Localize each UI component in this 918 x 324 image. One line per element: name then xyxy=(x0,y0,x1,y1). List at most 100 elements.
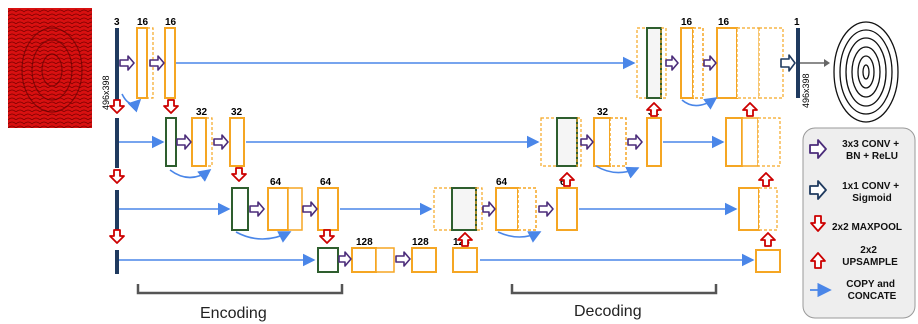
up-tower-l2-b xyxy=(741,117,759,167)
maxpool-arrow-2 xyxy=(163,99,179,114)
dec1b-block-b xyxy=(736,27,760,99)
decoding-label: Decoding xyxy=(574,303,642,320)
enc3-block xyxy=(267,187,289,231)
dec3b-block xyxy=(556,187,578,231)
upsample-arrow-3 xyxy=(646,102,662,117)
legend: 3x3 CONV + BN + ReLU 1x1 CONV + Sigmoid … xyxy=(802,127,916,319)
enc1b-block xyxy=(164,27,176,99)
legend-conv3-line2: BN + ReLU xyxy=(846,151,898,162)
level3-bar xyxy=(115,190,119,230)
level4-bar xyxy=(115,250,119,274)
enc2-pool xyxy=(165,117,177,167)
up-tower-l3-b xyxy=(758,187,778,231)
legend-copy-line2: CONCATE xyxy=(848,291,897,302)
bott2-block xyxy=(411,247,437,273)
dec1-block-b xyxy=(692,27,704,99)
dec2-concat-main xyxy=(556,117,578,167)
enc3-block-b xyxy=(287,187,303,231)
dec1-channels: 16 xyxy=(681,17,693,28)
input-image xyxy=(8,8,92,128)
up-tower-l4 xyxy=(755,249,781,273)
conv-arrow-2 xyxy=(149,55,165,71)
bottleneck-pool xyxy=(317,247,339,273)
maxpool-arrow-3 xyxy=(109,169,125,184)
skip-curve-enc1 xyxy=(121,93,142,113)
dec3-block-b xyxy=(517,187,537,231)
conv-arrow-1 xyxy=(119,55,135,71)
legend-box xyxy=(802,127,916,319)
bott3-block xyxy=(452,247,478,273)
conv-arrow-4 xyxy=(213,134,229,150)
legend-upsample-text: 2x2 UPSAMPLE xyxy=(842,245,898,268)
legend-conv1-line2: Sigmoid xyxy=(852,193,891,204)
output-size: 496x398 xyxy=(801,73,811,108)
conv-arrow-12 xyxy=(627,134,643,150)
dec1b-channels: 16 xyxy=(718,17,730,28)
upsample-arrow-1 xyxy=(457,232,473,247)
conv-arrow-8 xyxy=(395,251,411,267)
skip-curve-dec2 xyxy=(595,165,640,179)
output-channels: 1 xyxy=(794,17,800,28)
dec1-concat xyxy=(636,27,648,99)
conv-arrow-10 xyxy=(538,201,554,217)
enc3b-block xyxy=(317,187,339,231)
dec2-channels: 32 xyxy=(597,107,609,118)
up-tower-l3 xyxy=(738,187,760,231)
dec1b-block xyxy=(716,27,738,99)
conv-arrow-11 xyxy=(580,134,594,150)
enc2-block-dashed xyxy=(205,117,213,167)
upsample-arrow-2 xyxy=(559,172,575,187)
upsample-arrow-4 xyxy=(742,102,758,117)
input-channels: 3 xyxy=(114,17,120,28)
legend-conv3-text: 3x3 CONV + BN + ReLU xyxy=(842,139,902,162)
legend-upsample-line2: UPSAMPLE xyxy=(842,257,898,268)
skip-curve-dec3 xyxy=(497,231,542,243)
enc1-block xyxy=(136,27,148,99)
up-tower-l2-c xyxy=(757,117,781,167)
conv-arrow-14 xyxy=(703,55,717,71)
encoding-bracket xyxy=(136,284,344,295)
conv-arrow-13 xyxy=(665,55,679,71)
dec3-channels: 64 xyxy=(496,177,508,188)
bott1-block xyxy=(351,247,377,273)
skip-curve-dec1 xyxy=(681,97,718,110)
enc3-channels: 64 xyxy=(270,177,282,188)
enc2-channels: 32 xyxy=(196,107,208,118)
enc3-pool xyxy=(231,187,249,231)
dec3-concat xyxy=(433,187,453,231)
up-tower-l2 xyxy=(725,117,743,167)
legend-conv3-line1: 3x3 CONV + xyxy=(842,139,899,150)
decoding-bracket xyxy=(510,284,718,295)
upsample-arrow-6 xyxy=(760,232,776,247)
conv-arrow-6 xyxy=(302,201,318,217)
legend-maxpool-text: 2x2 MAXPOOL xyxy=(832,222,902,233)
legend-conv1-icon xyxy=(809,180,827,200)
dec1-block xyxy=(680,27,694,99)
output-layer xyxy=(796,28,800,98)
output-image xyxy=(826,10,906,130)
legend-copy-text: COPY and CONCATE xyxy=(846,279,898,302)
maxpool-arrow-1 xyxy=(109,99,125,114)
legend-upsample-line1: 2x2 xyxy=(860,245,877,256)
enc3b-channels: 64 xyxy=(320,177,332,188)
legend-upsample-icon xyxy=(810,252,826,269)
enc1-channels: 16 xyxy=(137,17,149,28)
maxpool-arrow-4 xyxy=(231,167,247,182)
legend-conv1-text: 1x1 CONV + Sigmoid xyxy=(842,181,902,204)
legend-copy-line1: COPY and xyxy=(846,279,895,290)
skip-curve-enc2 xyxy=(169,169,212,182)
maxpool-arrow-6 xyxy=(319,229,335,244)
dec2-block xyxy=(593,117,611,167)
dec2-block-b xyxy=(609,117,627,167)
input-layer xyxy=(115,28,119,104)
conv-arrow-3 xyxy=(176,134,192,150)
upsample-arrow-5 xyxy=(758,172,774,187)
conv1x1-arrow xyxy=(780,54,796,72)
maxpool-arrow-5 xyxy=(109,229,125,244)
enc2-block xyxy=(191,117,207,167)
conv-arrow-7 xyxy=(338,251,352,267)
dec3-concat-main xyxy=(451,187,477,231)
bott1-block-b xyxy=(375,247,395,273)
dec1-concat-main xyxy=(646,27,662,99)
